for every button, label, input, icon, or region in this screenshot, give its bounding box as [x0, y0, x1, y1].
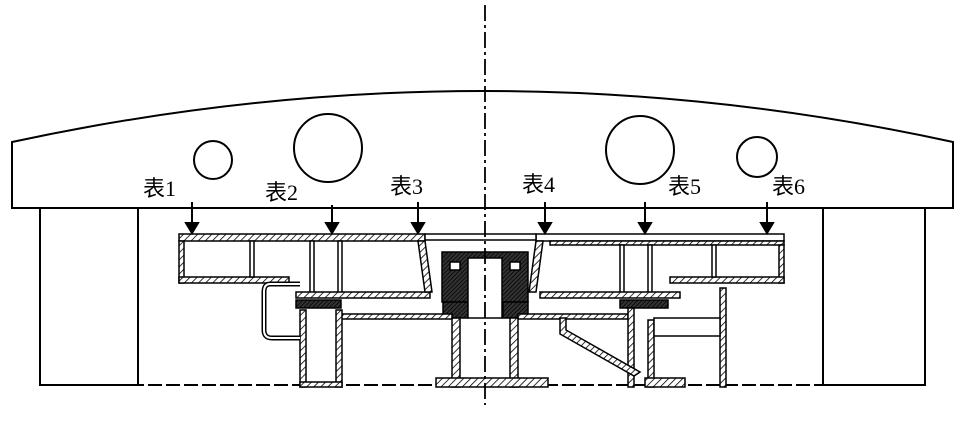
- arrow-3: [410, 202, 426, 235]
- hole-1: [193, 140, 233, 180]
- arrow-5: [637, 202, 653, 235]
- measure-arrows: [184, 202, 775, 235]
- label-meter-1: 表1: [143, 176, 177, 201]
- left-support: [39, 207, 139, 386]
- lower-body: [261, 281, 727, 388]
- top-plate: [178, 233, 785, 299]
- hole-3: [605, 115, 675, 185]
- label-meter-3: 表3: [390, 174, 424, 199]
- right-support: [822, 207, 926, 386]
- arrow-1: [184, 202, 200, 235]
- arrow-4: [537, 202, 553, 235]
- label-meter-6: 表6: [772, 174, 806, 199]
- hole-4: [736, 136, 778, 178]
- arrow-2: [324, 205, 340, 235]
- frame-outline: [11, 90, 954, 209]
- label-meter-2: 表2: [265, 180, 299, 205]
- label-meter-5: 表5: [668, 174, 702, 199]
- label-meter-4: 表4: [522, 172, 556, 197]
- hole-2: [293, 113, 363, 183]
- arrow-6: [759, 202, 775, 235]
